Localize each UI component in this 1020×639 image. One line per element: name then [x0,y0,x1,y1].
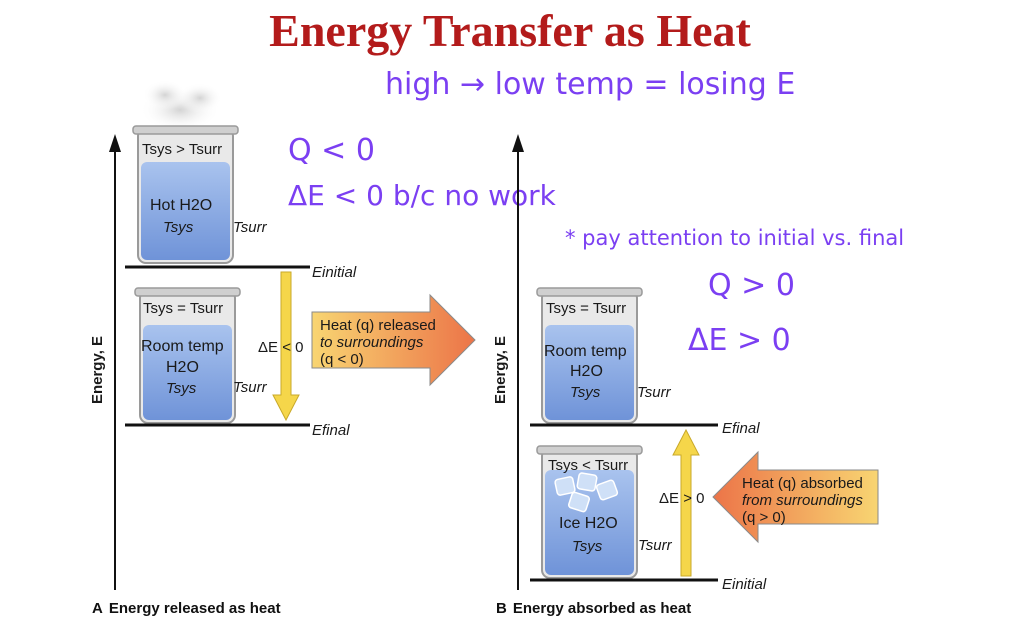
ice-cube [567,491,591,513]
beaker-contents-label: H2O [166,359,199,376]
caption-panel-b: B Energy absorbed as heat [496,600,691,617]
heat-arrow-line3: (q > 0) [742,509,786,526]
handwritten-note-1: high → low temp = losing E [385,67,795,102]
heat-arrow-line2: from surroundings [742,492,863,509]
e-final-label-a: Efinal [312,422,350,439]
ice-cube [595,479,619,501]
beaker-contents-label: H2O [570,363,603,380]
beaker-room-temp-b: Tsys = Tsurr Room temp H2O Tsys [536,287,643,424]
panel-b: Energy, E Tsys = Tsurr Room temp H2O Tsy… [492,134,879,593]
beaker-contents-label: Ice H2O [559,515,618,532]
energy-decrease-arrow [272,271,300,422]
panel-a: Energy, E Tsys > Tsurr Hot H2O Tsys Tsur… [89,80,476,590]
handwritten-delta-e-negative: ΔE < 0 b/c no work [288,179,557,212]
handwritten-q-negative: Q < 0 [288,133,375,168]
caption-text-b: Energy absorbed as heat [512,600,692,617]
e-final-label-b: Efinal [722,420,760,437]
caption-panel-a: A Energy released as heat [92,600,281,617]
beaker-relation-label: Tsys = Tsurr [546,300,626,317]
tsurr-label: Tsurr [233,219,268,236]
e-initial-label-a: Einitial [312,264,357,281]
tsurr-label: Tsurr [637,384,672,401]
steam-puff [178,83,222,113]
beaker-relation-label: Tsys = Tsurr [143,300,223,317]
axis-arrowhead-b [512,134,524,152]
steam-puff [143,80,187,110]
energy-axis-label-b: Energy, E [492,336,509,404]
heat-released-arrow [311,293,476,387]
caption-letter-b: B [496,600,507,617]
handwritten-delta-e-positive: ΔE > 0 [688,323,791,358]
beaker-relation-label: Tsys > Tsurr [142,141,222,158]
heat-arrow-line3: (q < 0) [320,351,364,368]
beaker-contents-label: Room temp [141,338,224,355]
e-initial-label-b: Einitial [722,576,767,593]
beaker-contents-label: Room temp [544,343,627,360]
energy-axis-label-a: Energy, E [89,336,106,404]
beaker-room-temp-a: Tsys = Tsurr Room temp H2O Tsys [134,287,241,424]
tsys-label: Tsys [572,538,603,555]
heat-absorbed-arrow [712,450,879,544]
tsurr-label: Tsurr [233,379,268,396]
heat-arrow-line1: Heat (q) released [320,317,436,334]
handwritten-note-initial-final: * pay attention to initial vs. final [565,226,904,250]
beaker-ice-water: Tsys < Tsurr Ice H2O Tsys [536,445,643,579]
ice-cube [554,476,576,496]
heat-arrow-line1: Heat (q) absorbed [742,475,863,492]
tsys-label: Tsys [570,384,601,401]
page-title: Energy Transfer as Heat [269,5,751,56]
axis-arrowhead-a [109,134,121,152]
caption-letter-a: A [92,600,103,617]
delta-e-label-a: ΔE < 0 [258,339,303,356]
energy-increase-arrow [672,428,700,577]
tsurr-label: Tsurr [638,537,673,554]
ice-cube [576,472,598,492]
caption-text-a: Energy released as heat [108,600,281,617]
beaker-relation-label: Tsys < Tsurr [548,457,628,474]
beaker-contents-label: Hot H2O [150,197,212,214]
delta-e-label-b: ΔE > 0 [659,490,704,507]
handwritten-q-positive: Q > 0 [708,268,795,303]
tsys-label: Tsys [166,380,197,397]
tsys-label: Tsys [163,219,194,236]
beaker-hot-water: Tsys > Tsurr Hot H2O Tsys [132,125,239,264]
heat-arrow-line2: to surroundings [320,334,424,351]
